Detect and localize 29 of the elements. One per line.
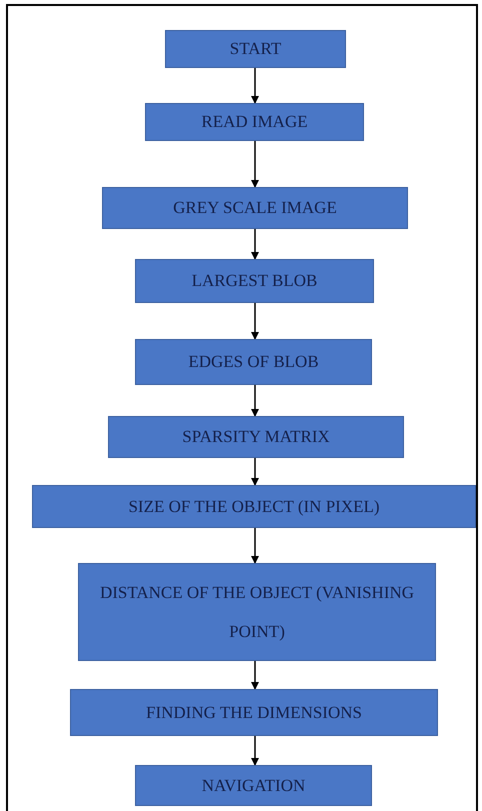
process-box bbox=[108, 416, 404, 458]
arrow bbox=[251, 458, 259, 486]
process-box bbox=[32, 485, 476, 528]
step-label: EDGES OF BLOB bbox=[188, 351, 319, 374]
step-label: NAVIGATION bbox=[202, 774, 306, 797]
step-label: SPARSITY MATRIX bbox=[182, 426, 330, 448]
process-box bbox=[70, 689, 438, 736]
arrow bbox=[251, 229, 259, 260]
process-box bbox=[145, 103, 364, 141]
step-label: SIZE OF THE OBJECT (IN PIXEL) bbox=[128, 496, 380, 518]
process-box bbox=[165, 30, 346, 68]
step-label: READ IMAGE bbox=[201, 111, 308, 134]
step-label: FINDING THE DIMENSIONS bbox=[146, 702, 362, 724]
step-label: START bbox=[230, 38, 282, 60]
process-box bbox=[135, 765, 372, 806]
step-label: GREY SCALE IMAGE bbox=[173, 197, 337, 220]
arrow bbox=[251, 141, 259, 188]
process-box bbox=[78, 563, 436, 661]
arrow bbox=[251, 528, 259, 564]
arrow bbox=[251, 303, 259, 340]
arrow bbox=[251, 385, 259, 417]
step-label: DISTANCE OF THE OBJECT (VANISHING POINT) bbox=[98, 582, 416, 643]
arrow bbox=[251, 736, 259, 766]
arrow bbox=[251, 661, 259, 690]
process-box bbox=[102, 187, 408, 229]
step-label: LARGEST BLOB bbox=[192, 270, 318, 292]
process-box bbox=[135, 339, 372, 385]
process-box bbox=[135, 259, 374, 303]
arrow bbox=[251, 68, 259, 104]
